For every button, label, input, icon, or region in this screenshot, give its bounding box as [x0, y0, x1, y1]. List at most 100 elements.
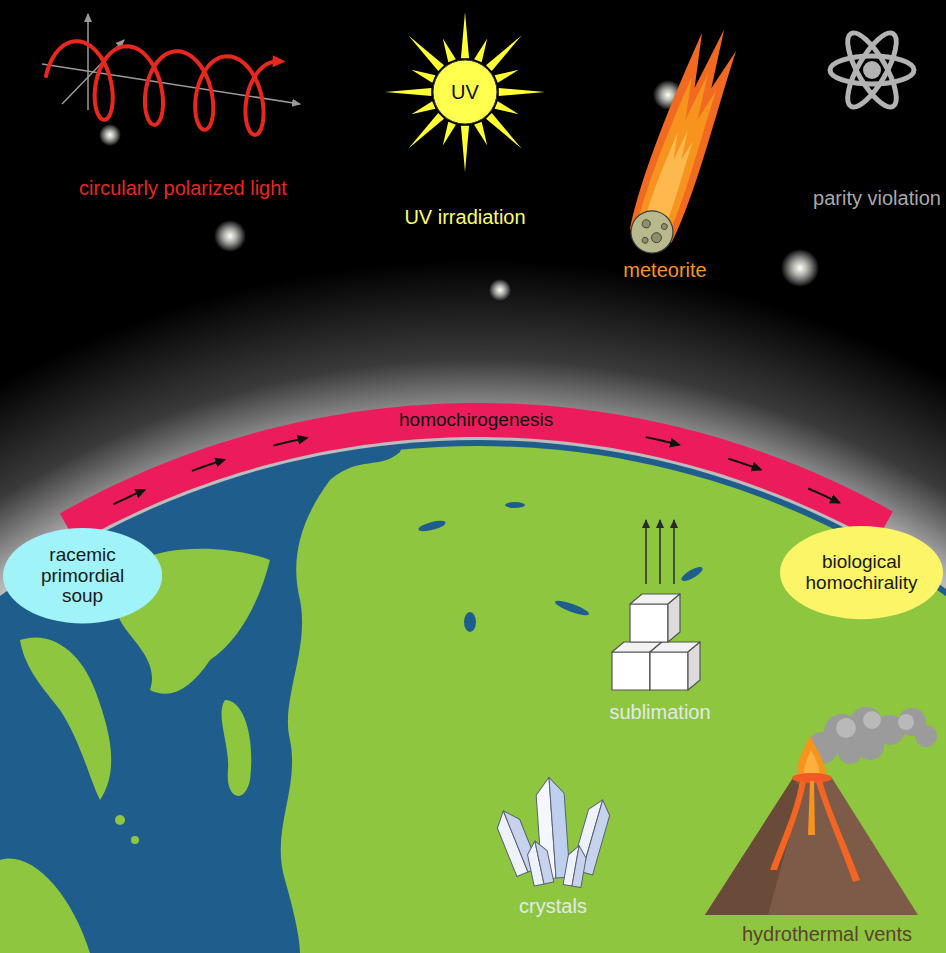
volcano-symbol — [898, 714, 914, 730]
sun-ray — [408, 35, 444, 71]
sublimation-arrows — [646, 520, 674, 584]
flow-arrow — [728, 459, 760, 470]
volcano-symbol — [863, 711, 881, 729]
ellipse-shape — [780, 526, 943, 619]
edge-label: homochirogenesis — [395, 409, 557, 432]
ellipse-node: racemic primordial soup — [3, 528, 162, 624]
atmosphere-glow — [0, 260, 946, 953]
crystals-symbol — [572, 846, 588, 888]
volcano-symbol — [806, 707, 937, 764]
circular-polarization-symbol — [87, 14, 89, 110]
earth-land — [115, 815, 125, 825]
sublimation-arrows — [673, 520, 675, 584]
atom-symbol — [830, 56, 914, 84]
meteorite-symbol — [628, 20, 744, 244]
crystals-symbol — [535, 839, 554, 884]
volcano-symbol — [838, 740, 862, 764]
sun-ray — [385, 88, 431, 96]
node-label: biological homochirality — [796, 552, 928, 594]
sublimation-arrows — [645, 520, 647, 584]
flow-arrow — [808, 489, 839, 503]
sun-ray — [495, 70, 519, 83]
connector-layer — [113, 437, 839, 504]
volcano-symbol — [836, 718, 856, 738]
meteorite-symbol — [622, 20, 743, 260]
sun-ray — [411, 101, 435, 114]
ellipse-node: biological homochirality — [780, 526, 943, 619]
atom-symbol — [830, 27, 914, 114]
flow-arrow — [273, 438, 306, 446]
sun-ray — [486, 35, 522, 71]
sun-ray — [461, 12, 469, 58]
crystals-symbol — [492, 776, 613, 887]
volcano-symbol — [836, 711, 914, 738]
volcano-symbol — [705, 707, 937, 915]
caption-label: meteorite — [623, 258, 706, 282]
sun-ray — [408, 113, 444, 149]
earth-land — [222, 700, 252, 796]
crystals-symbol — [582, 800, 613, 875]
caption-label: parity violation — [812, 184, 942, 213]
stars — [781, 249, 819, 287]
sun-ray — [474, 122, 487, 146]
polarized-light-helix — [46, 41, 280, 135]
ellipse-shape — [3, 528, 162, 624]
flow-arrow — [646, 437, 679, 445]
earth-land — [0, 858, 90, 953]
atom-symbol — [839, 27, 905, 114]
volcano-symbol — [915, 725, 937, 747]
earth-land — [20, 637, 111, 800]
sun-ray — [499, 88, 545, 96]
earth-land — [554, 598, 591, 618]
meteorite-symbol — [650, 231, 663, 244]
volcano-symbol — [705, 778, 802, 915]
volcano-symbol — [808, 781, 815, 835]
stars — [214, 220, 246, 252]
stars — [489, 279, 511, 301]
sublimation-cubes — [612, 652, 650, 690]
flow-arrow — [113, 490, 144, 504]
sun-ray — [443, 38, 456, 62]
earth-land — [417, 519, 446, 534]
sun-ray — [486, 113, 522, 149]
caption-label: crystals — [519, 894, 587, 918]
earth-land — [281, 400, 946, 953]
volcano-symbol — [816, 780, 860, 882]
meteorite-symbol — [626, 206, 679, 259]
crystals-symbol — [563, 844, 588, 888]
sublimation-cubes — [668, 594, 680, 642]
sublimation-cubes — [612, 594, 700, 690]
node-label: racemic primordial soup — [31, 545, 135, 608]
sun-label: UV — [385, 12, 545, 172]
earth-land — [680, 565, 705, 584]
sun-ray — [411, 70, 435, 83]
crystals-symbol — [525, 839, 554, 886]
volcano-symbol — [797, 735, 826, 778]
sun-symbol: UV UV irradiation — [385, 12, 545, 252]
meteorite-symbol — [661, 223, 669, 231]
earth-land — [505, 502, 525, 508]
sun-ray — [474, 38, 487, 62]
atom-symbol — [863, 61, 881, 79]
stars — [99, 124, 121, 146]
meteorite-symbol — [641, 219, 651, 229]
caption-label: hydrothermal vents — [742, 922, 912, 946]
homochirogenesis-band — [68, 420, 884, 528]
sun-ray — [461, 126, 469, 172]
earth-land — [131, 836, 139, 844]
sublimation-cubes — [630, 604, 668, 642]
earth-land — [464, 612, 476, 632]
caption-label: sublimation — [609, 700, 710, 724]
connector-layer — [68, 420, 884, 528]
earth-land — [0, 400, 946, 953]
sublimation-cubes — [650, 652, 688, 690]
flow-arrow — [192, 460, 224, 471]
node-caption: UV irradiation — [385, 206, 545, 229]
volcano-symbol — [705, 773, 918, 915]
meteorite-symbol — [641, 236, 649, 244]
sun-ray — [495, 101, 519, 114]
sun-ray — [443, 122, 456, 146]
atom-symbol — [839, 27, 905, 114]
